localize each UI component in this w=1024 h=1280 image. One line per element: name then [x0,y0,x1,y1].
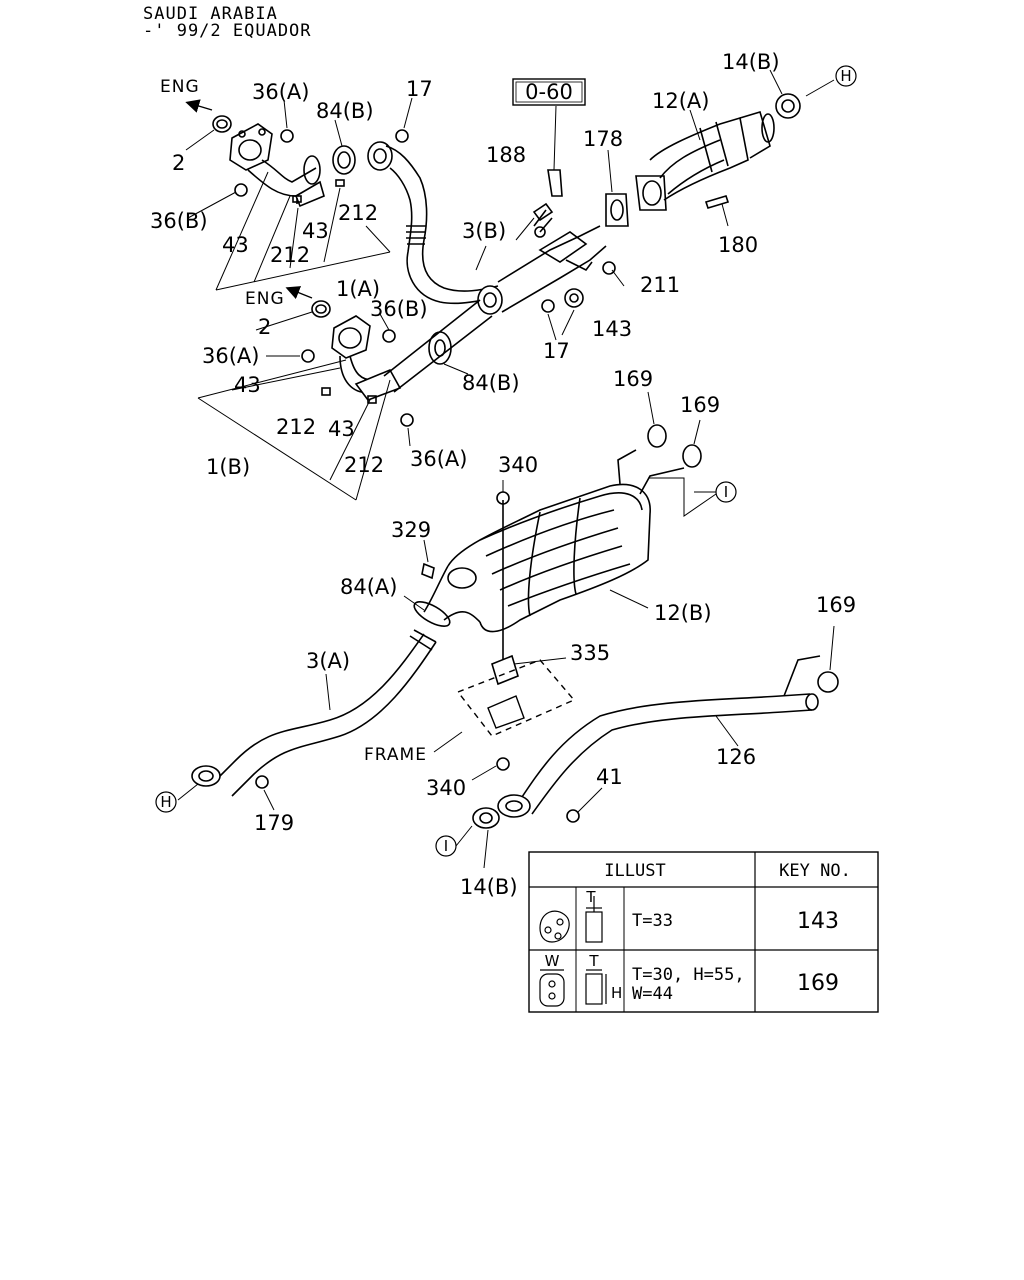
label-part-1b: 1(B) [206,455,250,479]
gasket-14b-lower [472,807,500,829]
svg-text:I: I [724,483,728,501]
rubber-hanger-143 [564,288,584,308]
hanger-143-icon [539,896,603,943]
label-part-2: 2 [258,315,271,339]
gasket-84b-upper [332,145,356,175]
label-part-17: 17 [543,339,570,363]
frame-label: FRAME [364,745,427,765]
label-part-36a: 36(A) [410,447,467,471]
label-part-12b: 12(B) [654,601,712,625]
dim-label-t: T [588,952,599,970]
label-part-2: 2 [172,151,185,175]
torque-box-label: 0-60 [525,80,573,104]
table-header-illust: ILLUST [604,861,665,881]
label-part-178: 178 [583,127,623,151]
label-part-14b: 14(B) [460,875,518,899]
region-label-line1: SAUDI ARABIA [143,4,278,24]
torque-box-0-60: 0-60 [512,78,586,106]
label-part-36b: 36(B) [150,209,208,233]
label-part-211: 211 [640,273,680,297]
label-part-43: 43 [302,219,329,243]
rubber-hanger-169-c [817,671,839,693]
rubber-hanger-169-a [647,424,667,448]
label-part-1a: 1(A) [336,277,380,301]
label-part-43: 43 [234,373,261,397]
svg-text:H: H [840,67,851,85]
muffler-12b [413,424,702,686]
label-part-188: 188 [486,143,526,167]
label-part-84b: 84(B) [316,99,374,123]
gasket-84a [413,601,451,627]
label-part-43: 43 [328,417,355,441]
label-part-12a: 12(A) [652,89,709,113]
dim-label-h: H [611,984,622,1002]
dim-label-t: T [585,888,596,906]
label-part-3a: 3(A) [306,649,350,673]
leader-lines [177,69,835,869]
label-part-36b: 36(B) [370,297,428,321]
eng-label-lower: ENG [245,289,285,309]
row-169-key: 169 [797,971,839,996]
label-part-126: 126 [716,745,756,769]
label-part-212: 212 [270,243,310,267]
label-part-36a: 36(A) [202,344,259,368]
part-labels: 2 36(A) 36(B) 43 43 212 212 1(A) 84(B) 1… [150,50,856,899]
connector-i-upper: I [715,481,737,503]
label-part-169: 169 [680,393,720,417]
table-header-key-no: KEY NO. [779,861,851,881]
connector-i-lower: I [435,835,457,857]
gasket-84b-lower [428,331,452,365]
gasket-ring-2-upper [212,115,232,133]
gasket-ring-2-lower [311,300,331,318]
hanger-169-icon [539,969,607,1007]
front-pipe-1b [301,299,493,427]
svg-text:H: H [160,793,171,811]
row-169-spec-line1: T=30, H=55, [632,965,745,985]
nut-36a-upper [280,129,294,143]
label-part-3b: 3(B) [462,219,506,243]
front-pipe-1a [212,115,356,208]
region-label-line2: -' 99/2 EQUADOR [143,21,312,41]
label-part-169: 169 [816,593,856,617]
rubber-hanger-169-b [682,444,702,468]
pipe-3b [367,129,616,315]
label-part-212: 212 [344,453,384,477]
label-part-36a: 36(A) [252,80,309,104]
pipe-3a [191,629,437,797]
label-part-169: 169 [613,367,653,391]
label-part-212: 212 [276,415,316,439]
label-part-212: 212 [338,201,378,225]
label-part-335: 335 [570,641,610,665]
dim-label-w: W [545,952,560,970]
label-part-143: 143 [592,317,632,341]
row-143-spec: T=33 [632,911,673,931]
tail-pipe-126 [472,655,839,829]
label-part-340: 340 [498,453,538,477]
label-part-180: 180 [718,233,758,257]
connector-h-lower: H [155,791,177,813]
frame-section [456,659,576,737]
label-part-340: 340 [426,776,466,800]
row-143-key: 143 [797,909,839,934]
svg-text:I: I [444,837,448,855]
label-part-179: 179 [254,811,294,835]
eng-label-upper: ENG [160,77,200,97]
label-part-329: 329 [391,518,431,542]
catalytic-converter-12a [605,93,801,227]
engine-direction-arrows [185,99,313,300]
label-part-43: 43 [222,233,249,257]
label-part-41: 41 [596,765,623,789]
connector-h-upper: H [835,65,857,87]
label-part-84b: 84(B) [462,371,520,395]
label-part-14b: 14(B) [722,50,780,74]
gasket-14b-upper [775,93,801,119]
label-part-84a: 84(A) [340,575,397,599]
spec-table: ILLUST KEY NO. T [528,851,879,1013]
label-part-17: 17 [406,77,433,101]
row-169-spec-line2: W=44 [632,984,673,1004]
nut-36b-upper [234,183,248,197]
